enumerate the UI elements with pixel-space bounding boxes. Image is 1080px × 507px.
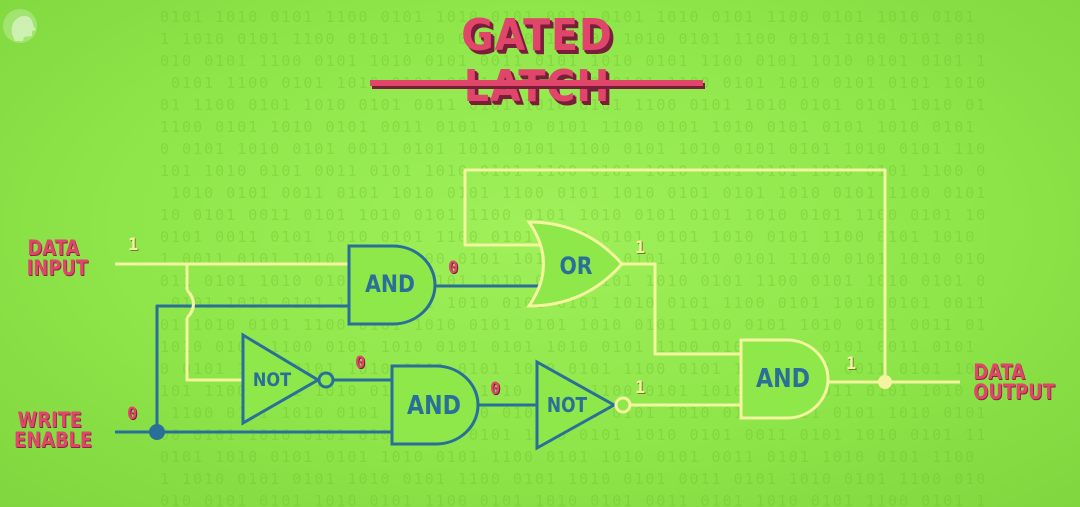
data-input-label-line2: INPUT <box>26 256 88 280</box>
and-gate-output-label: AND <box>756 364 810 394</box>
and-gate-lower <box>390 364 480 446</box>
data-output-label-line2: OUTPUT <box>973 380 1055 404</box>
signal-not-lower-out: 0 <box>355 353 366 373</box>
wire-or-out <box>622 262 742 356</box>
write-enable-label-line1: WRITE <box>17 408 82 432</box>
high-wires <box>115 168 960 407</box>
signal-and-top-out: 0 <box>448 258 459 278</box>
and-gate-output <box>739 338 830 420</box>
wire-data-branch-bottom <box>185 318 244 382</box>
binary-watermark: 0101 1010 0101 1100 0101 1010 0101 0011 … <box>160 8 988 506</box>
data-input-label: DATA INPUT <box>26 236 88 280</box>
and-gate-lower-label: AND <box>407 391 461 421</box>
data-output-label: DATA OUTPUT <box>973 360 1055 404</box>
title-underline <box>370 80 703 86</box>
not-gate-lower-label: NOT <box>252 369 292 391</box>
write-enable-label-line2: ENABLE <box>14 428 93 452</box>
low-wires <box>115 284 540 434</box>
signal-not-right-out: 1 <box>635 378 646 398</box>
signal-output: 1 <box>846 354 857 374</box>
and-gate-top <box>347 244 437 326</box>
not-gate-right-bubble <box>614 396 632 414</box>
signal-write-enable: 0 <box>127 404 138 424</box>
logo-icon <box>3 9 37 43</box>
or-gate <box>526 220 624 308</box>
wire-crossover <box>185 288 195 320</box>
wire-enable-branch <box>155 304 349 432</box>
signal-data-input: 1 <box>128 235 139 255</box>
not-gate-right <box>535 359 618 451</box>
not-gate-lower-bubble <box>317 371 335 389</box>
write-enable-label: WRITE ENABLE <box>14 408 93 452</box>
not-gate-lower <box>241 332 321 426</box>
not-gate-right-label: NOT <box>546 393 588 417</box>
data-input-label-line1: DATA <box>27 236 80 260</box>
junction-enable <box>149 424 165 440</box>
wire-feedback <box>463 168 887 382</box>
and-gate-top-label: AND <box>365 270 415 298</box>
data-output-label-line1: DATA <box>973 360 1026 384</box>
page-title: GATED LATCH <box>461 10 613 112</box>
signal-and-lower-out: 0 <box>490 379 501 399</box>
junction-output <box>878 375 892 389</box>
signal-or-out: 1 <box>635 238 646 258</box>
or-gate-label: OR <box>559 252 593 280</box>
